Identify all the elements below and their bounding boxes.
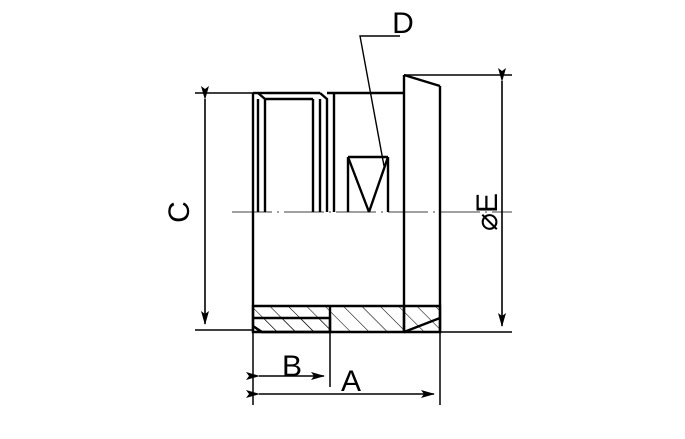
dimension-label-A: A xyxy=(341,365,361,398)
hatched-taper-wedge xyxy=(404,306,440,332)
leader-line-D xyxy=(359,35,400,167)
dimension-label-D: D xyxy=(392,7,414,40)
dimension-label-C: C xyxy=(163,201,196,223)
v-groove-right-flank xyxy=(367,156,390,213)
taper-wedge-chamfer-line xyxy=(403,316,441,334)
dimension-label-E: ⌀E xyxy=(471,193,504,231)
hatched-thread-band xyxy=(253,318,330,332)
dimension-lines xyxy=(201,68,506,398)
extension-lines xyxy=(195,74,512,405)
v-groove-feature xyxy=(346,155,390,213)
section-hatch-group xyxy=(251,304,442,334)
dimension-labels: D C ⌀E B A xyxy=(163,7,504,398)
nose-taper-top xyxy=(403,73,441,88)
leader-line-D-group xyxy=(359,35,400,167)
dimension-label-B: B xyxy=(282,350,302,383)
thread-right-chamfer xyxy=(319,92,329,212)
v-groove-left-flank xyxy=(346,156,371,213)
part-outline-upper xyxy=(251,73,442,332)
